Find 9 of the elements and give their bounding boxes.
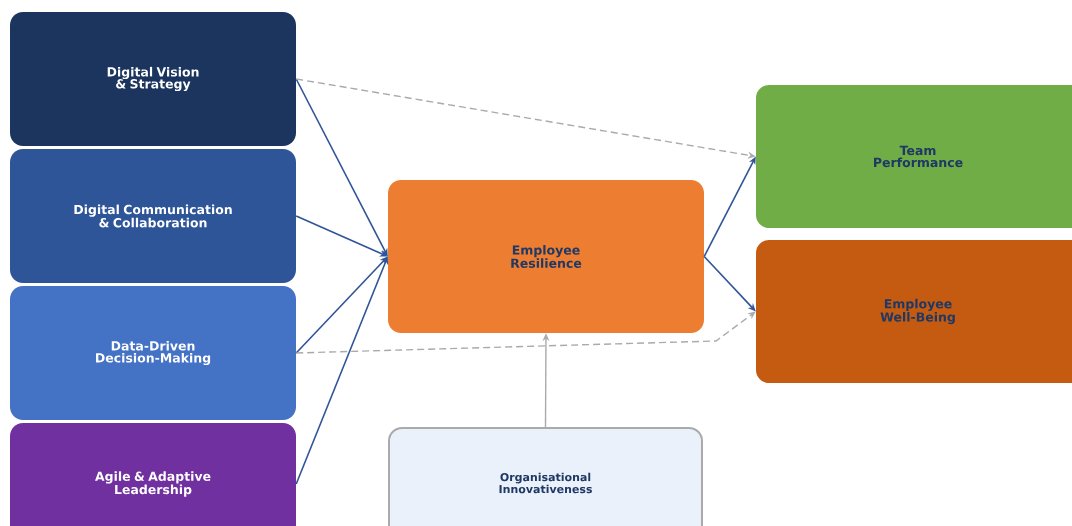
process-box: Digital Communication & Collaboration	[10, 149, 296, 283]
process-box: Agile & Adaptive Leadership	[10, 423, 296, 526]
process-box: Data-Driven Decision-Making	[10, 286, 296, 420]
process-box: Employee Well-Being	[756, 240, 1072, 383]
process-box: Employee Resilience	[388, 180, 704, 333]
process-box: Digital Vision & Strategy	[10, 12, 296, 146]
process-box: Team Performance	[756, 85, 1072, 228]
process-box: Organisational Innovativeness	[388, 427, 703, 526]
arrow	[295, 311, 756, 354]
